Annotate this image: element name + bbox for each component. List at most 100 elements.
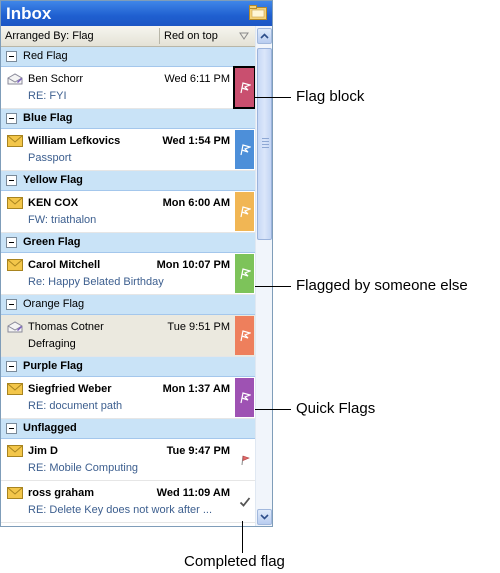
- envelope-icon: [7, 487, 23, 499]
- inbox-title-bar: Inbox: [1, 1, 272, 26]
- sort-order-label[interactable]: Red on top: [164, 30, 218, 42]
- message-row[interactable]: Ben Schorr Wed 6:11 PM RE: FYI: [1, 66, 256, 109]
- flag-icon[interactable]: [239, 205, 251, 218]
- arrange-by-bar[interactable]: Arranged By: Flag Red on top: [1, 26, 272, 47]
- message-subject: Passport: [28, 152, 72, 164]
- message-sender: KEN COX: [28, 197, 79, 209]
- message-row[interactable]: KEN COX Mon 6:00 AM FW: triathalon: [1, 191, 256, 233]
- flag-cell[interactable]: [235, 192, 254, 231]
- callout-quick-flags: Quick Flags: [296, 400, 376, 417]
- message-subject: Defraging: [28, 338, 76, 350]
- group-header[interactable]: Orange Flag: [1, 295, 256, 315]
- message-sender: ross graham: [28, 487, 95, 499]
- callout-line-completed-flag: [242, 521, 243, 553]
- flag-cell[interactable]: [235, 482, 254, 521]
- flag-cell[interactable]: [235, 130, 254, 169]
- callout-line-quick-flags: [255, 409, 291, 410]
- group-label: Red Flag: [23, 50, 68, 62]
- group-header[interactable]: Green Flag: [1, 233, 256, 253]
- message-row[interactable]: William Lefkovics Wed 1:54 PM Passport: [1, 129, 256, 171]
- flag-cell[interactable]: [235, 254, 254, 293]
- envelope-icon: [7, 445, 23, 457]
- grip-line: [262, 141, 269, 142]
- message-subject: FW: triathalon: [28, 214, 97, 226]
- chevron-up-icon: [260, 33, 269, 39]
- message-row[interactable]: Carol Mitchell Mon 10:07 PM Re: Happy Bela…: [1, 253, 256, 295]
- group-header[interactable]: Red Flag: [1, 47, 256, 67]
- group-header[interactable]: Unflagged: [1, 419, 256, 439]
- message-time: Mon 1:37 AM: [162, 383, 230, 395]
- group-label: Blue Flag: [23, 112, 73, 124]
- group-label: Green Flag: [23, 236, 81, 248]
- message-time: Wed 11:09 AM: [156, 487, 230, 499]
- callout-flagged-by-someone-else: Flagged by someone else: [296, 277, 468, 294]
- message-sender: Carol Mitchell: [28, 259, 101, 271]
- message-row[interactable]: ross graham Wed 11:09 AM RE: Delete Key do…: [1, 481, 256, 523]
- message-subject: RE: document path: [28, 400, 123, 412]
- collapse-icon[interactable]: [6, 237, 17, 248]
- message-time: Wed 6:11 PM: [164, 73, 230, 85]
- collapse-icon[interactable]: [6, 299, 17, 310]
- collapse-icon[interactable]: [6, 51, 17, 62]
- collapse-icon[interactable]: [6, 361, 17, 372]
- callout-flag-block: Flag block: [296, 88, 365, 105]
- grip-line: [262, 144, 269, 145]
- message-row[interactable]: Siegfried Weber Mon 1:37 AM RE: document p…: [1, 377, 256, 419]
- group-header[interactable]: Purple Flag: [1, 357, 256, 377]
- group-header[interactable]: Yellow Flag: [1, 171, 256, 191]
- flag-icon[interactable]: [239, 81, 251, 94]
- flag-cell[interactable]: [235, 378, 254, 417]
- collapse-icon[interactable]: [6, 423, 17, 434]
- message-time: Tue 9:47 PM: [166, 445, 230, 457]
- sort-triangle-icon[interactable]: [239, 32, 249, 40]
- scroll-down-button[interactable]: [257, 509, 272, 525]
- group-label: Purple Flag: [23, 360, 83, 372]
- message-sender: Siegfried Weber: [28, 383, 112, 395]
- flag-block-highlight: [233, 66, 256, 109]
- grip-line: [262, 138, 269, 139]
- flag-icon[interactable]: [239, 267, 251, 280]
- inbox-pane: Inbox Arranged By: Flag Red on top Red F…: [0, 0, 273, 527]
- chevron-down-icon: [260, 514, 269, 520]
- message-subject: RE: Mobile Computing: [28, 462, 139, 474]
- group-label: Orange Flag: [23, 298, 85, 310]
- envelope-icon: [7, 197, 23, 209]
- checkmark-icon[interactable]: [239, 496, 251, 508]
- flag-icon[interactable]: [239, 454, 251, 466]
- vertical-scrollbar[interactable]: [255, 26, 272, 526]
- flag-cell[interactable]: [235, 68, 254, 107]
- arranged-by-label[interactable]: Arranged By: Flag: [5, 30, 94, 42]
- message-subject: RE: Delete Key does not work after ...: [28, 504, 213, 516]
- folder-icon[interactable]: [249, 5, 267, 20]
- message-time: Wed 1:54 PM: [162, 135, 230, 147]
- message-time: Mon 10:07 PM: [156, 259, 230, 271]
- envelope-icon: [7, 135, 23, 147]
- collapse-icon[interactable]: [6, 113, 17, 124]
- callout-line-flagged-by-someone-else: [255, 286, 291, 287]
- column-divider: [159, 28, 160, 44]
- message-sender: Thomas Cotner: [28, 321, 104, 333]
- group-header[interactable]: Blue Flag: [1, 109, 256, 129]
- envelope-icon: [7, 259, 23, 271]
- read-envelope-icon: [7, 321, 23, 333]
- message-subject: Re: Happy Belated Birthday: [28, 276, 164, 288]
- collapse-icon[interactable]: [6, 175, 17, 186]
- message-time: Tue 9:51 PM: [167, 321, 230, 333]
- message-time: Mon 6:00 AM: [162, 197, 230, 209]
- flag-cell[interactable]: [235, 316, 254, 355]
- callout-completed-flag: Completed flag: [184, 553, 285, 570]
- flag-icon[interactable]: [239, 391, 251, 404]
- scroll-thumb[interactable]: [257, 48, 272, 240]
- flag-icon[interactable]: [239, 143, 251, 156]
- message-sender: William Lefkovics: [28, 135, 121, 147]
- message-sender: Ben Schorr: [28, 73, 84, 85]
- inbox-title: Inbox: [6, 4, 52, 23]
- scroll-up-button[interactable]: [257, 28, 272, 44]
- grip-line: [262, 147, 269, 148]
- message-row[interactable]: Thomas Cotner Tue 9:51 PM Defraging: [1, 315, 256, 357]
- flag-icon[interactable]: [239, 329, 251, 342]
- message-subject: RE: FYI: [28, 90, 67, 102]
- flag-cell[interactable]: [235, 440, 254, 479]
